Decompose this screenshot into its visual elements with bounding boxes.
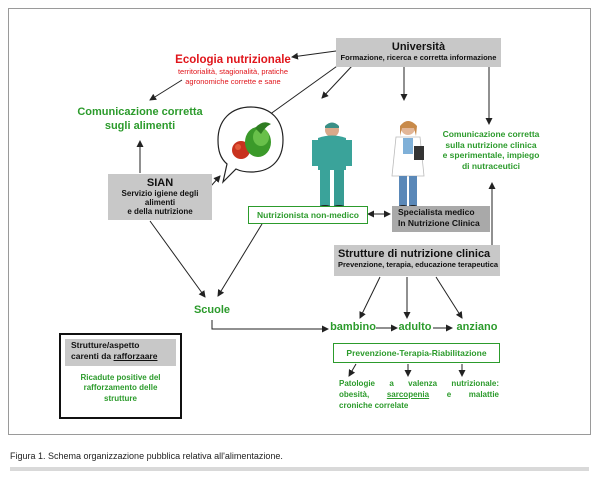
- patologie-line3: croniche correlate: [339, 400, 409, 410]
- patologie-sarcopenia: sarcopenia: [386, 389, 430, 399]
- scuole-label: Scuole: [193, 304, 231, 316]
- specialista-box: Specialista medico In Nutrizione Clinica: [392, 206, 490, 232]
- comunicazione-clinica-line2: sulla nutrizione clinica: [445, 139, 537, 150]
- female-doctor-icon: [391, 121, 425, 209]
- doctors-illustration: [312, 121, 425, 209]
- specialista-line1: Specialista medico: [398, 207, 475, 217]
- arrow-prev-pat1: [348, 363, 357, 377]
- age-adulto: adulto: [398, 321, 432, 333]
- ecologia-block: Ecologia nutrizionale territorialità, st…: [158, 53, 308, 86]
- comunicazione-clinica-line1: Comunicazione corretta: [442, 129, 540, 139]
- sian-box: SIAN Servizio igiene degli alimenti e de…: [108, 174, 212, 220]
- sian-line1: Servizio igiene degli alimenti: [121, 189, 199, 207]
- comunicazione-clinica-line3: e sperimentale, impiego: [442, 150, 540, 161]
- arrow-eco-comalim: [149, 79, 183, 101]
- comunicazione-alimenti: Comunicazione corretta sugli alimenti: [70, 106, 210, 134]
- ricadute-text: Ricadute positive del rafforzamento dell…: [61, 373, 180, 404]
- carenti-rafforzaare: rafforzaare: [113, 351, 158, 362]
- carenti-line1: Strutture/aspetto: [71, 340, 140, 350]
- patologie-line1: Patologie a valenza nutrizionale:: [339, 379, 499, 388]
- universita-title: Università: [391, 41, 446, 53]
- universita-box: Università Formazione, ricerca e corrett…: [336, 38, 501, 67]
- legend-box: Strutture/aspetto carenti da rafforzaare…: [59, 333, 182, 419]
- bottom-rule: [10, 467, 589, 471]
- nutrizionista-box: Nutrizionista non-medico: [248, 206, 368, 224]
- specialista-line2: In Nutrizione Clinica: [398, 218, 480, 229]
- nutrizionista-label: Nutrizionista non-medico: [257, 210, 359, 220]
- strutture-clinica-title: Strutture di nutrizione clinica: [338, 248, 491, 260]
- patologie-line2-pre: obesità,: [339, 389, 387, 399]
- figure-caption: Figura 1. Schema organizzazione pubblica…: [10, 451, 283, 461]
- comunicazione-alimenti-line2: sugli alimenti: [104, 119, 176, 132]
- prevenzione-label: Prevenzione-Terapia-Riabilitazione: [346, 348, 487, 358]
- age-bambino: bambino: [330, 321, 376, 333]
- arrow-sian-scuole: [149, 220, 206, 298]
- prevenzione-box: Prevenzione-Terapia-Riabilitazione: [333, 343, 500, 363]
- arrow-strutt-anziano: [435, 276, 463, 319]
- carenti-line2: carenti da rafforzaare: [71, 351, 176, 362]
- arrow-scuole-bambino: [211, 320, 329, 333]
- arrow-univ-food: [261, 63, 341, 121]
- age-anziano: anziano: [456, 321, 498, 333]
- strutture-clinica-subtitle: Prevenzione, terapia, educazione terapeu…: [338, 260, 499, 269]
- comunicazione-clinica-line4: di nutraceutici: [461, 160, 521, 171]
- patologie-block: Patologie a valenza nutrizionale: obesit…: [339, 379, 499, 411]
- arrow-univ-nutri: [321, 65, 353, 99]
- comunicazione-clinica: Comunicazione corretta sulla nutrizione …: [431, 129, 551, 172]
- food-bubble: [217, 106, 284, 184]
- sian-title: SIAN: [146, 177, 174, 189]
- arrow-strutt-bambino: [359, 276, 381, 319]
- ecologia-title: Ecologia nutrizionale: [175, 54, 291, 66]
- legend-grey-swatch: Strutture/aspetto carenti da rafforzaare: [65, 339, 176, 366]
- patologie-line2-post: e malattie: [429, 389, 499, 399]
- male-doctor-icon: [312, 122, 352, 209]
- ricadute-line2: rafforzamento delle: [83, 383, 158, 393]
- ecologia-line2: agronomiche corrette e sane: [185, 76, 281, 86]
- ecologia-line1: territorialità, stagionalità, pratiche: [177, 67, 289, 77]
- patologie-line2: obesità, sarcopenia e malattie: [339, 390, 499, 401]
- carenti-line2-pre: carenti da: [71, 351, 114, 362]
- comunicazione-alimenti-line1: Comunicazione corretta: [77, 106, 203, 118]
- universita-subtitle: Formazione, ricerca e corretta informazi…: [340, 53, 497, 62]
- ricadute-line1: Ricadute positive del: [80, 373, 161, 382]
- strutture-clinica-box: Strutture di nutrizione clinica Prevenzi…: [334, 245, 500, 276]
- arrow-sian-food: [210, 175, 221, 187]
- ricadute-line3: strutture: [104, 393, 137, 403]
- arrow-univ-ecologia: [291, 50, 337, 60]
- arrow-nutri-scuole: [217, 223, 263, 297]
- sian-line2: e della nutrizione: [127, 207, 193, 216]
